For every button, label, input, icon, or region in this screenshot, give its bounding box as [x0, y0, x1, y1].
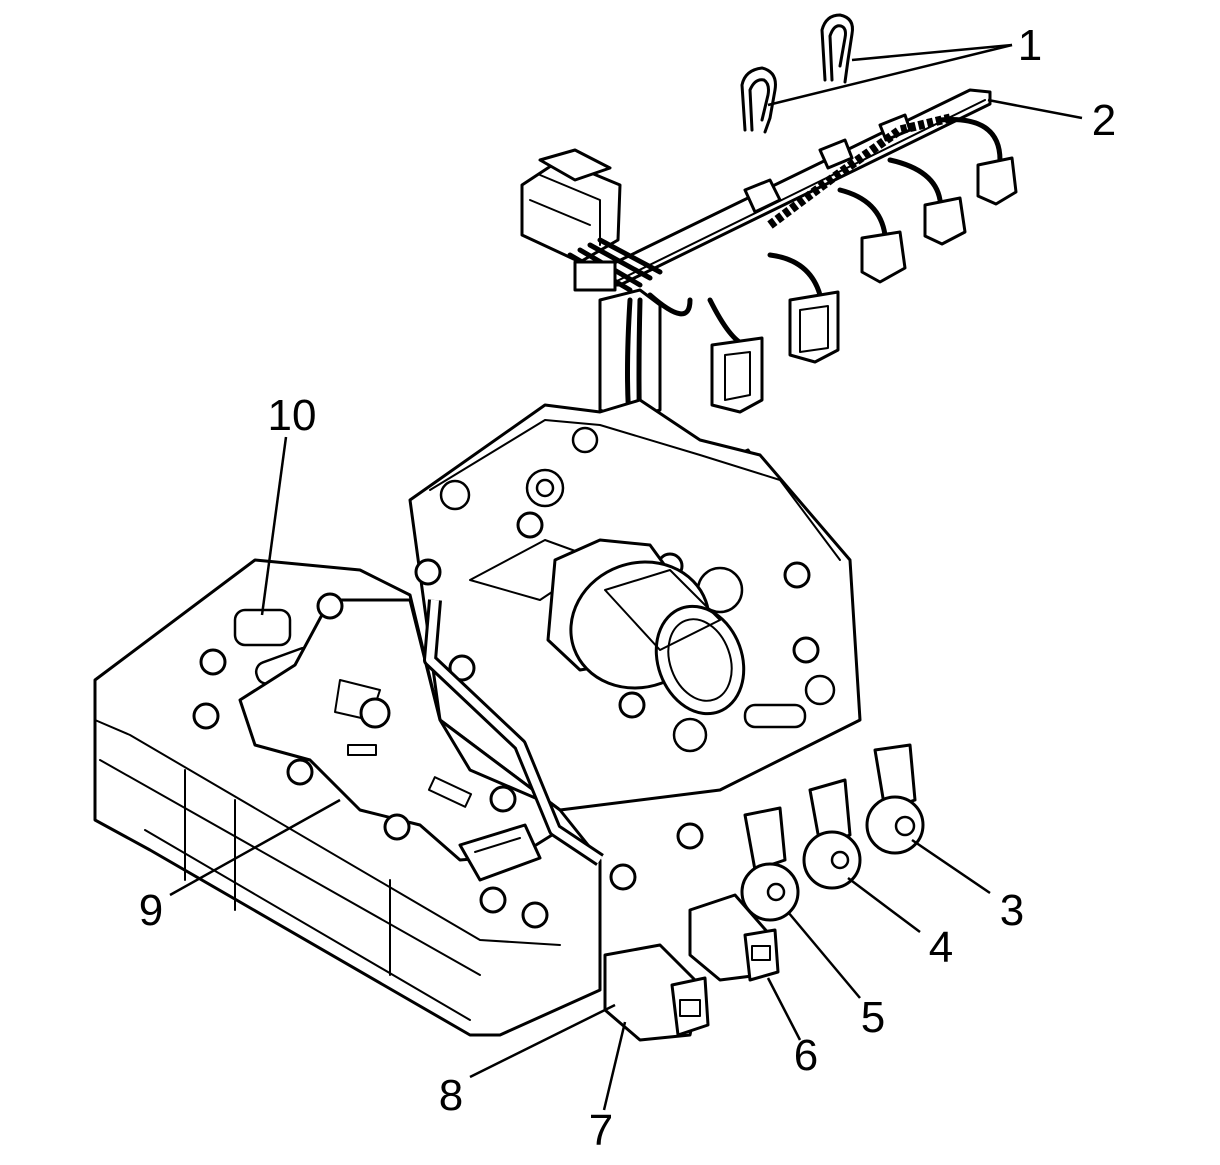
large-solenoid-housing — [546, 538, 746, 716]
callout-9: 9 — [139, 886, 163, 935]
leader-lines — [169, 43, 1083, 1111]
callout-2: 2 — [1092, 96, 1116, 145]
solenoid-6 — [688, 893, 780, 982]
callout-4: 4 — [929, 923, 953, 972]
callout-6: 6 — [794, 1031, 818, 1080]
callout-3: 3 — [1000, 886, 1024, 935]
harness-bracket — [598, 88, 992, 287]
callout-1: 1 — [1018, 21, 1042, 70]
callout-7: 7 — [589, 1106, 613, 1155]
callouts: 1 2 3 4 5 6 7 8 9 10 — [139, 21, 1116, 1155]
solenoid-3 — [865, 743, 925, 855]
harness-main-connector — [520, 148, 663, 293]
solenoid-5 — [740, 806, 800, 922]
retainer-clips — [740, 13, 854, 134]
callout-10: 10 — [268, 391, 317, 440]
callout-5: 5 — [861, 993, 885, 1042]
link-tube — [423, 599, 604, 866]
solenoid-7 — [603, 943, 710, 1042]
solenoid-connectors — [707, 117, 1018, 414]
pressure-switch-connector — [458, 823, 542, 882]
solenoid-4 — [802, 778, 862, 890]
callout-8: 8 — [439, 1071, 463, 1120]
